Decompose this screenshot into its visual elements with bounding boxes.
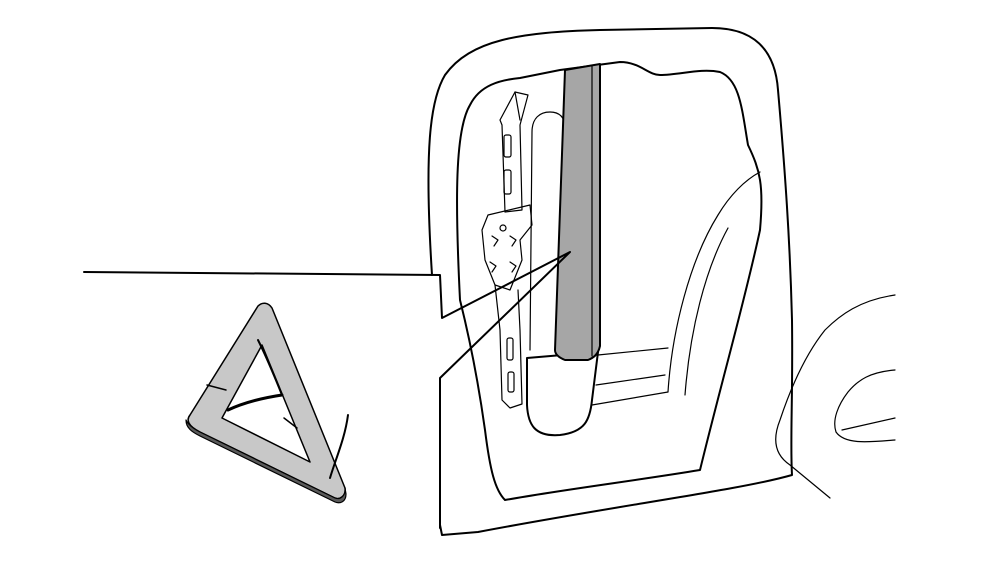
callout-line: [83, 251, 571, 529]
seat-back-edge: [684, 227, 729, 396]
compartment-opening: [456, 61, 763, 501]
seat-line-1: [597, 347, 669, 356]
seat-cushion: [775, 294, 896, 499]
strap: [554, 63, 601, 361]
seat-line-2: [595, 374, 666, 386]
outer-trim-panel: [427, 27, 794, 536]
seat-line-3: [591, 391, 669, 406]
seat-back: [667, 171, 761, 393]
warning-triangle: [185, 302, 349, 504]
holder-pocket: [526, 351, 599, 437]
jack: [481, 91, 533, 409]
seat-cushion-seam: [841, 417, 896, 431]
seat-cushion-inner: [834, 369, 896, 443]
